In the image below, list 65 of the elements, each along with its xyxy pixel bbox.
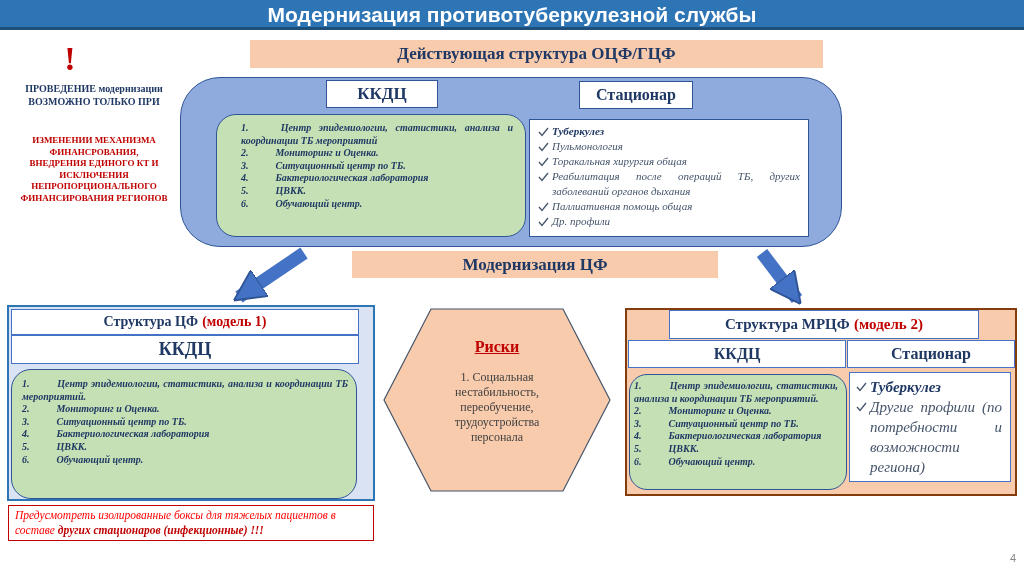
header-box [669, 310, 979, 339]
list-card [11, 369, 357, 499]
risk-heading: Риски [473, 338, 521, 356]
list-item: 2. Мониторинг и Оценка. [241, 147, 380, 160]
list-item: Пульмонология [552, 139, 624, 154]
header-box [326, 80, 438, 108]
list-item: Др. профили [552, 214, 612, 229]
header-text: Действующая структура ОЦФ/ГЦФ [397, 44, 676, 64]
condition-text: ИЗМЕНЕНИИ МЕХАНИЗМА ФИНАНСРОВАНИЯ, ВНЕДРЕНИЯ ЕДИНОГО КТ И ИСКЛЮЧЕНИЯ НЕПРОПОРЦИОНАЛЬНОГО ФИНАНСИРОВАНИЯ РЕГИОНОВ [20, 135, 168, 205]
header-box [579, 81, 693, 109]
model-label: (модель 1) [202, 314, 267, 330]
list-item: 3. Ситуационный центр по ТБ. [22, 415, 188, 429]
section-band [352, 251, 718, 278]
header-box [628, 340, 846, 368]
model-label: (модель 2) [854, 316, 923, 333]
list-item: Паллиативная помощь общая [552, 199, 694, 214]
model-panel [7, 305, 375, 501]
list-item: 4. Бактериологическая лаборатория [241, 172, 430, 185]
list-item: 1. Центр эпидемиологии, статистики, анализа и координации ТБ мероприятий [241, 122, 513, 148]
header-box [11, 335, 359, 364]
block-arrow [756, 249, 803, 305]
list-item: 2. Мониторинг и Оценка. [22, 403, 161, 416]
structure-panel [180, 77, 842, 247]
list-item: 6. Обучающий центр. [241, 197, 364, 211]
list-item: 3. Ситуационный центр по ТБ. [634, 417, 800, 431]
note-text: Предусмотреть изолированные боксы для тяжелых пациентов в составе других стационаров (инфекционные) !!! [15, 508, 337, 538]
condition-text: ПРОВЕДЕНИЕ модернизации ВОЗМОЖНО ТОЛЬКО ПРИ [24, 82, 164, 108]
list-card [529, 119, 809, 237]
list-item: 6. Обучающий центр. [634, 455, 757, 469]
header-text: ККДЦ [713, 345, 761, 363]
exclamation-mark: ! [63, 42, 77, 76]
list-item: 1. Центр эпидемиологии, статистики, анализа и координации ТБ мероприятий. [634, 380, 838, 406]
header-box [11, 309, 359, 335]
list-item: Туберкулез [870, 378, 942, 397]
model-panel [625, 308, 1017, 496]
header-box [847, 340, 1015, 368]
list-item: Реабилитация после операций ТБ, других заболеваний органов дыхания [552, 169, 800, 199]
header-text: Структура МРЦФ [725, 316, 850, 333]
list-card [216, 114, 526, 237]
list-item: Другие профили (по потребности и возможности региона) [870, 398, 1002, 477]
header-text: Стационар [891, 345, 971, 363]
list-item: 4. Бактериологическая лаборатория [22, 428, 211, 441]
header-text: Структура ЦФ [103, 314, 198, 330]
list-item: Туберкулез [552, 124, 606, 139]
list-item: Торакальная хирургия общая [552, 154, 688, 169]
note-box [8, 505, 374, 541]
list-card [629, 374, 847, 490]
list-item: 5. ЦВКК. [634, 442, 700, 456]
risk-text: 1. Социальная нестабильность, переобучение, трудоустройства персонала [453, 370, 541, 445]
page-number: 4 [1008, 552, 1016, 564]
list-item: 3. Ситуационный центр по ТБ. [241, 159, 407, 173]
list-item: 5. ЦВКК. [241, 184, 307, 198]
header-text: ККДЦ [158, 339, 212, 360]
list-item: 2. Мониторинг и Оценка. [634, 405, 773, 418]
list-card [849, 372, 1011, 482]
list-item: 1. Центр эпидемиологии, статистики, анализа и координации ТБ мероприятий. [22, 378, 348, 404]
list-item: 5. ЦВКК. [22, 440, 88, 454]
header-text: Стационар [596, 86, 676, 104]
section-band [250, 40, 823, 68]
title: Модернизация противотуберкулезной службы [266, 3, 758, 27]
list-item: 4. Бактериологическая лаборатория [634, 430, 823, 443]
header-text: Модернизация ЦФ [462, 254, 608, 275]
header-text: ККДЦ [357, 84, 407, 104]
list-item: 6. Обучающий центр. [22, 453, 145, 467]
block-arrow [232, 247, 308, 303]
